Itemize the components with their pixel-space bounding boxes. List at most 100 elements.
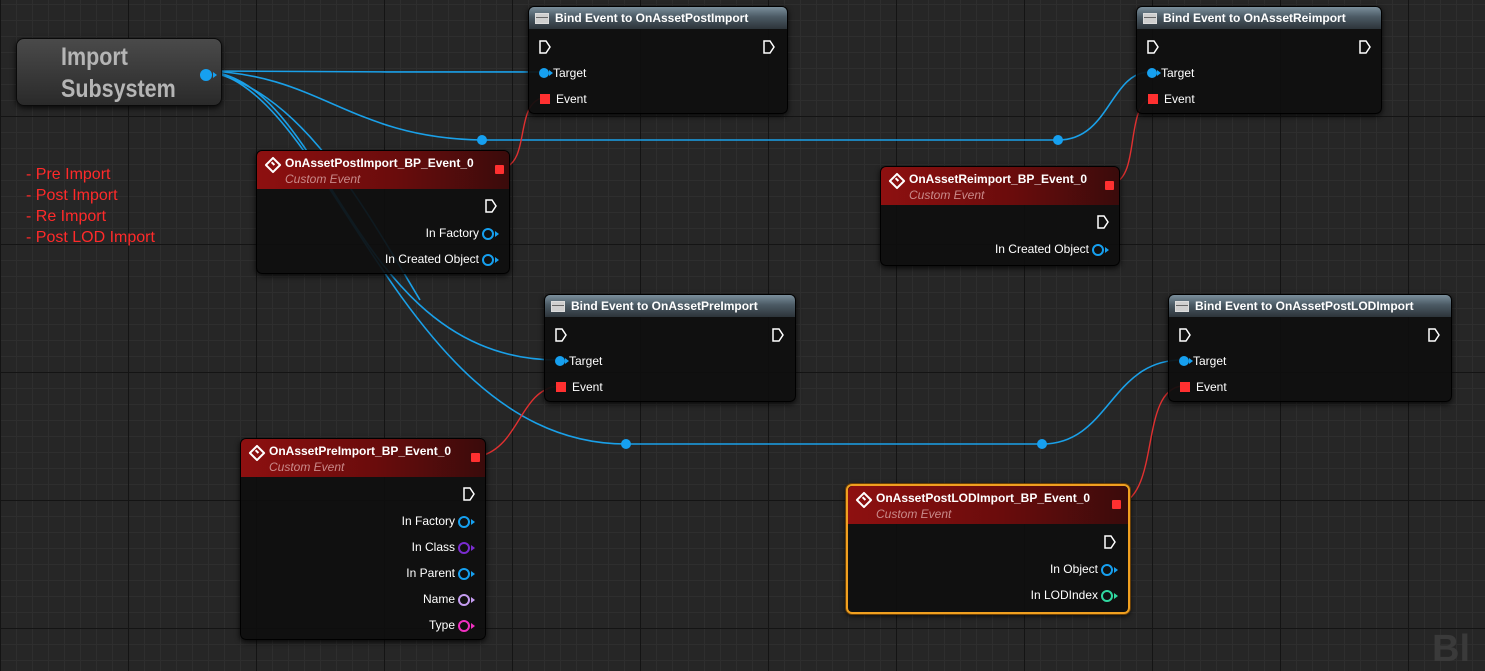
custom-event-postimport-node[interactable]: OnAssetPostImport_BP_Event_0 Custom Even… (256, 150, 510, 274)
node-title: OnAssetReimport_BP_Event_0 (909, 172, 1088, 186)
node-subtitle: Custom Event (269, 460, 345, 474)
event-pin[interactable]: Event (1180, 380, 1227, 394)
function-icon (1143, 12, 1157, 24)
event-pin[interactable]: Event (540, 92, 587, 106)
node-header: Bind Event to OnAssetPostImport (529, 7, 787, 29)
exec-out-pin[interactable] (763, 40, 775, 54)
import-subsystem-output-pin[interactable] (197, 66, 217, 84)
pin-label: Event (1164, 92, 1195, 106)
node-header: OnAssetPostLODImport_BP_Event_0 Custom E… (848, 486, 1128, 524)
pin-label: In Factory (401, 514, 455, 528)
node-header: Bind Event to OnAssetPostLODImport (1169, 295, 1451, 317)
pin-label: Event (572, 380, 603, 394)
delegate-out-pin[interactable] (1105, 181, 1114, 190)
node-header: Bind Event to OnAssetReimport (1137, 7, 1381, 29)
custom-event-icon (855, 491, 873, 509)
pin-label: In LODIndex (1030, 588, 1098, 602)
bind-event-postimport-node[interactable]: Bind Event to OnAssetPostImport Target E… (528, 6, 788, 114)
reroute-knot[interactable] (621, 439, 631, 449)
exec-out-pin[interactable] (463, 487, 475, 501)
target-pin[interactable]: Target (539, 66, 586, 80)
blueprint-watermark: Bl (1432, 628, 1470, 670)
node-title: Bind Event to OnAssetPreImport (571, 299, 758, 313)
import-subsystem-title: Import Subsystem (61, 43, 176, 103)
node-title: OnAssetPreImport_BP_Event_0 (269, 444, 452, 458)
node-title: Bind Event to OnAssetPostLODImport (1195, 299, 1414, 313)
comment-line: - Post Import (26, 187, 118, 204)
reroute-knot[interactable] (1053, 135, 1063, 145)
exec-out-pin[interactable] (1097, 215, 1109, 229)
custom-event-icon (264, 156, 282, 174)
wire-subsystem-to-postimport-target (205, 70, 543, 73)
comment-line: - Pre Import (26, 166, 111, 183)
output-pin-in-created-object[interactable]: In Created Object (995, 242, 1109, 256)
delegate-out-pin[interactable] (471, 453, 480, 462)
output-pin-in-class[interactable]: In Class (412, 540, 475, 554)
target-pin[interactable]: Target (1147, 66, 1194, 80)
exec-in-pin[interactable] (1179, 328, 1191, 342)
custom-event-icon (888, 172, 906, 190)
node-title: OnAssetPostImport_BP_Event_0 (285, 156, 474, 170)
output-pin-in-lodindex[interactable]: In LODIndex (1031, 588, 1118, 602)
exec-in-pin[interactable] (1147, 40, 1159, 54)
delegate-out-pin[interactable] (495, 165, 504, 174)
exec-out-pin[interactable] (1428, 328, 1440, 342)
bind-event-reimport-node[interactable]: Bind Event to OnAssetReimport Target Eve… (1136, 6, 1382, 114)
node-subtitle: Custom Event (909, 188, 985, 202)
pin-label: In Object (1049, 562, 1098, 576)
custom-event-icon (248, 444, 266, 462)
event-pin[interactable]: Event (1148, 92, 1195, 106)
node-header: OnAssetPostImport_BP_Event_0 Custom Even… (257, 151, 509, 189)
output-pin-in-factory[interactable]: In Factory (426, 226, 499, 240)
reroute-knot[interactable] (1037, 439, 1047, 449)
exec-in-pin[interactable] (555, 328, 567, 342)
pin-label: Target (553, 66, 587, 80)
pin-label: In Factory (425, 226, 479, 240)
pin-label: Target (1193, 354, 1227, 368)
output-pin-in-factory[interactable]: In Factory (402, 514, 475, 528)
function-icon (551, 300, 565, 312)
wire-delegate-postlodimport (1120, 385, 1183, 505)
target-pin[interactable]: Target (555, 354, 602, 368)
bind-event-postlodimport-node[interactable]: Bind Event to OnAssetPostLODImport Targe… (1168, 294, 1452, 402)
target-pin[interactable]: Target (1179, 354, 1226, 368)
pin-label: Event (556, 92, 587, 106)
pin-label: In Class (411, 540, 455, 554)
exec-out-pin[interactable] (485, 199, 497, 213)
custom-event-postlodimport-node[interactable]: OnAssetPostLODImport_BP_Event_0 Custom E… (846, 484, 1130, 614)
comment-line: - Re Import (26, 208, 107, 225)
comment-text: - Pre Import - Post Import - Re Import -… (26, 164, 155, 248)
reroute-knot[interactable] (477, 135, 487, 145)
pin-label: Event (1196, 380, 1227, 394)
delegate-out-pin[interactable] (1112, 500, 1121, 509)
function-icon (1175, 300, 1189, 312)
node-header: OnAssetReimport_BP_Event_0 Custom Event (881, 167, 1119, 205)
pin-label: Target (569, 354, 603, 368)
output-pin-type[interactable]: Type (429, 618, 475, 632)
pin-label: Type (428, 618, 455, 632)
output-pin-in-object[interactable]: In Object (1050, 562, 1118, 576)
exec-out-pin[interactable] (772, 328, 784, 342)
custom-event-reimport-node[interactable]: OnAssetReimport_BP_Event_0 Custom Event … (880, 166, 1120, 266)
output-pin-in-created-object[interactable]: In Created Object (385, 252, 499, 266)
custom-event-preimport-node[interactable]: OnAssetPreImport_BP_Event_0 Custom Event… (240, 438, 486, 640)
node-header: Bind Event to OnAssetPreImport (545, 295, 795, 317)
exec-in-pin[interactable] (539, 40, 551, 54)
import-subsystem-node[interactable]: Import Subsystem (16, 38, 222, 106)
exec-out-pin[interactable] (1104, 535, 1116, 549)
pin-label: In Created Object (384, 252, 479, 266)
node-subtitle: Custom Event (876, 507, 952, 521)
function-icon (535, 12, 549, 24)
node-header: OnAssetPreImport_BP_Event_0 Custom Event (241, 439, 485, 477)
pin-label: Name (422, 592, 455, 606)
output-pin-name[interactable]: Name (423, 592, 475, 606)
node-title: Bind Event to OnAssetReimport (1163, 11, 1346, 25)
pin-label: In Parent (406, 566, 455, 580)
event-pin[interactable]: Event (556, 380, 603, 394)
node-title: OnAssetPostLODImport_BP_Event_0 (876, 491, 1091, 505)
pin-label: Target (1161, 66, 1195, 80)
bind-event-preimport-node[interactable]: Bind Event to OnAssetPreImport Target Ev… (544, 294, 796, 402)
exec-out-pin[interactable] (1359, 40, 1371, 54)
output-pin-in-parent[interactable]: In Parent (406, 566, 475, 580)
node-title: Bind Event to OnAssetPostImport (555, 11, 749, 25)
